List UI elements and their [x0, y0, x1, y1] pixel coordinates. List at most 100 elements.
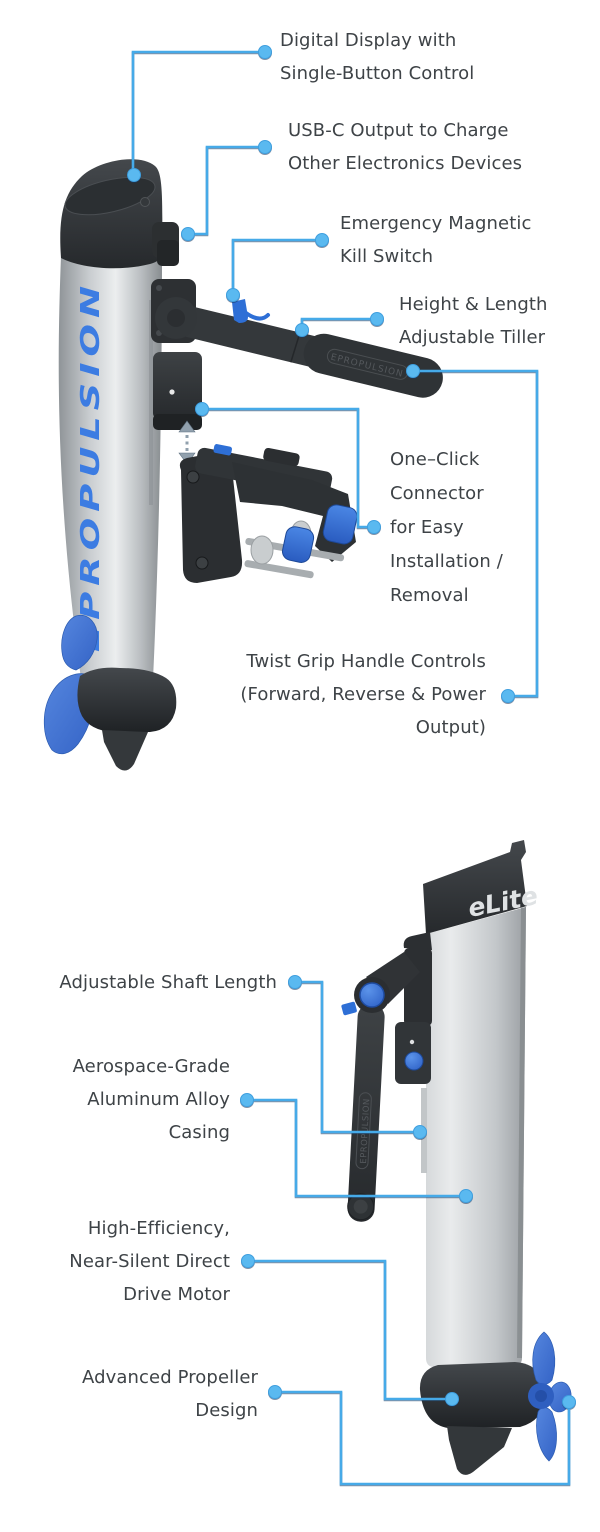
clamp-back-plate — [179, 450, 243, 583]
callout-propeller-design: Advanced Propeller Design — [82, 1361, 258, 1427]
callout-text-line: Aluminum Alloy — [87, 1089, 230, 1110]
callout-text-line: Emergency Magnetic — [340, 213, 532, 234]
tiller-pivot-hub — [167, 309, 185, 327]
connector-box — [153, 352, 202, 420]
clamp-screw-rod — [244, 560, 314, 579]
connector-led — [169, 389, 175, 395]
callout-text-line: Height & Length — [399, 294, 548, 315]
tiller-arm: EPROPULSION — [169, 305, 443, 398]
top-motor-body — [58, 254, 162, 710]
callout-dot — [406, 364, 420, 378]
callout-line-usb-output — [181, 140, 272, 241]
bottom-motor-head-cap — [423, 840, 527, 934]
callout-line-shaft-length — [288, 975, 427, 1139]
callout-line-one-click-connector — [195, 402, 381, 534]
top-motor-skeg — [102, 730, 148, 771]
clamp-lever — [263, 447, 300, 467]
callout-line-kill-switch — [226, 233, 329, 302]
bottom-motor-illustration: eLite EPROPULSION — [341, 840, 572, 1475]
propeller-blade — [536, 1407, 557, 1462]
bottom-motor-pod — [419, 1362, 546, 1428]
callout-text-line: Design — [195, 1400, 258, 1421]
callout-dot — [501, 689, 515, 703]
callout-connectors — [127, 45, 576, 1486]
callout-text-line: Twist Grip Handle Controls — [246, 651, 486, 672]
callout-text-line: Adjustable Tiller — [399, 327, 546, 348]
bottom-motor-body — [426, 907, 526, 1367]
callout-dot — [127, 168, 141, 182]
height-adjust-arrow — [178, 420, 196, 465]
callout-kill-switch: Emergency Magnetic Kill Switch — [340, 207, 531, 273]
callout-line-digital-display — [127, 45, 272, 182]
callout-usb-output: USB-C Output to Charge Other Electronics… — [288, 114, 522, 180]
kill-switch-key — [232, 299, 270, 323]
callout-dot — [367, 520, 381, 534]
clamp-knob-blue — [281, 526, 315, 563]
callout-dot — [241, 1254, 255, 1268]
clamp-blue-slider — [213, 444, 232, 456]
callout-text-line: Near-Silent Direct — [69, 1251, 230, 1272]
callout-dot — [445, 1392, 459, 1406]
top-motor-illustration: EPROPULSION EPROPULSION — [43, 159, 443, 771]
callout-dot — [315, 233, 329, 247]
propeller-blade — [61, 614, 98, 671]
callout-text-line: High-Efficiency, — [87, 1218, 230, 1239]
callout-text-line: Digital Display with — [280, 30, 457, 51]
clamp-mount — [179, 444, 358, 583]
propeller-blade — [532, 1331, 556, 1385]
callout-text-line: USB-C Output to Charge — [288, 120, 509, 141]
mount-blue-button — [404, 1051, 424, 1071]
callout-shaft-length: Adjustable Shaft Length — [59, 966, 277, 999]
callout-text-line: Connector — [390, 483, 484, 504]
callout-dot — [370, 312, 384, 326]
callout-dot — [459, 1189, 473, 1203]
callout-text-line: Aerospace-Grade — [72, 1056, 230, 1077]
callout-text-line: for Easy — [390, 517, 464, 538]
kill-switch-tab — [341, 1001, 357, 1016]
single-control-button — [140, 197, 150, 207]
clamp-washer — [250, 535, 274, 565]
folded-tiller-arm: EPROPULSION — [347, 1003, 385, 1222]
callout-line-adjustable-tiller — [295, 312, 384, 337]
callout-digital-display: Digital Display with Single-Button Contr… — [280, 24, 474, 90]
bottom-motor-skeg — [447, 1426, 512, 1475]
callout-text-line: (Forward, Reverse & Power — [240, 684, 486, 705]
bracket-bolt — [156, 285, 162, 291]
callout-adjustable-tiller: Height & Length Adjustable Tiller — [399, 288, 548, 354]
callout-dot — [288, 975, 302, 989]
callout-one-click-connector: One–Click Connector for Easy Installatio… — [390, 443, 503, 613]
callout-dot — [268, 1385, 282, 1399]
callout-dot — [413, 1125, 427, 1139]
callout-text-line: Output) — [415, 717, 486, 738]
callout-twist-grip: Twist Grip Handle Controls (Forward, Rev… — [240, 645, 486, 744]
callout-text-line: Adjustable Shaft Length — [59, 972, 277, 993]
callout-line-twist-grip — [406, 364, 539, 703]
callout-line-aluminum-casing — [240, 1093, 473, 1203]
callout-text-line: Other Electronics Devices — [288, 153, 523, 174]
callout-drive-motor: High-Efficiency, Near-Silent Direct Driv… — [69, 1212, 230, 1311]
callout-text-line: Removal — [390, 585, 469, 606]
callout-dot — [226, 288, 240, 302]
callout-line-propeller-design — [268, 1385, 576, 1486]
callout-line-drive-motor — [241, 1254, 459, 1406]
callout-dot — [195, 402, 209, 416]
callout-text-line: Drive Motor — [123, 1284, 230, 1305]
clamp-knob-blue — [322, 504, 358, 545]
callout-text-line: One–Click — [390, 449, 480, 470]
tiller-pivot-blue-knob — [359, 982, 385, 1008]
top-motor-shaft-branding: EPROPULSION — [76, 280, 106, 652]
callout-text-line: Kill Switch — [340, 246, 434, 267]
callout-dot — [181, 227, 195, 241]
mount-hook — [403, 932, 432, 950]
callout-text-line: Installation / — [390, 551, 503, 572]
mount-led — [409, 1039, 415, 1045]
callout-text-line: Casing — [168, 1122, 230, 1143]
callout-dot — [258, 140, 272, 154]
callout-text-line: Single-Button Control — [280, 63, 475, 84]
connector-box-lip — [153, 414, 202, 430]
callout-dot — [295, 323, 309, 337]
callout-aluminum-casing: Aerospace-Grade Aluminum Alloy Casing — [73, 1050, 230, 1149]
bottom-motor-body-edge — [517, 907, 526, 1358]
